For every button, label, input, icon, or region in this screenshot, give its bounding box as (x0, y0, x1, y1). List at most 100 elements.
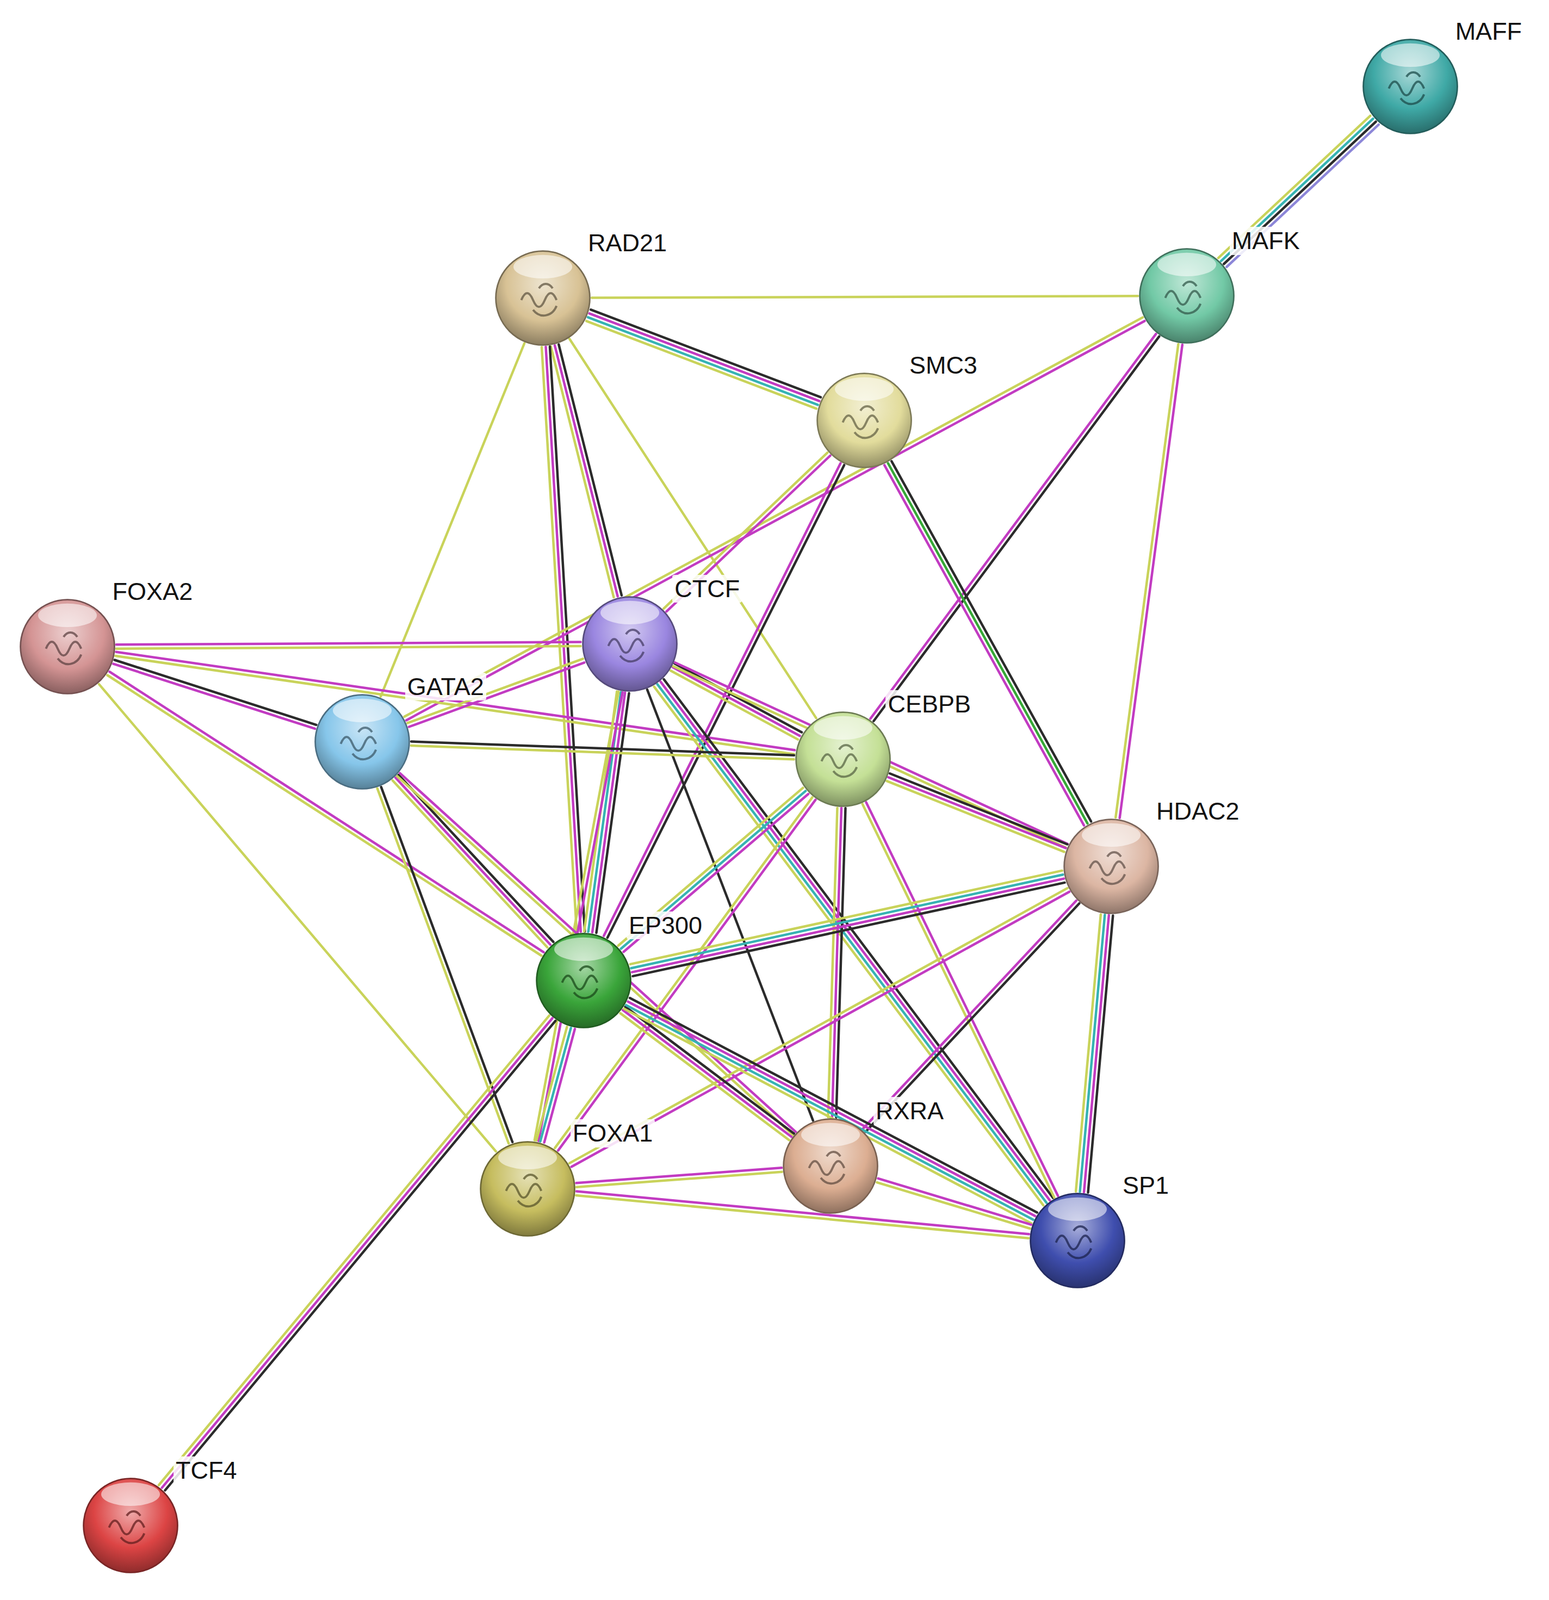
evidence-line (862, 900, 1077, 1130)
evidence-line (395, 777, 551, 945)
structure-sketch (1165, 281, 1201, 314)
evidence-line (545, 347, 581, 932)
evidence-line (628, 1001, 1036, 1217)
protein-sphere (81, 1476, 180, 1575)
sphere-body (1064, 819, 1159, 914)
sphere-highlight (801, 1123, 860, 1147)
evidence-line (674, 663, 802, 733)
evidence-line (540, 1027, 571, 1142)
evidence-line (884, 465, 1084, 826)
sphere-highlight (513, 255, 573, 279)
protein-label: GATA2 (405, 672, 487, 702)
protein-node: RXRA (781, 1117, 880, 1216)
protein-node: EP300 (534, 931, 633, 1030)
protein-sphere (815, 371, 914, 470)
sphere-body (536, 933, 631, 1028)
evidence-line (1223, 121, 1376, 265)
evidence-line (164, 1020, 556, 1491)
evidence-line (827, 808, 838, 1118)
protein-sphere (534, 931, 633, 1030)
protein-node: SP1 (1028, 1191, 1127, 1290)
sphere-body (783, 1119, 878, 1214)
sphere-highlight (1157, 252, 1217, 277)
evidence-line (877, 1178, 1032, 1225)
protein-node: GATA2 (313, 692, 412, 791)
evidence-line (116, 646, 581, 649)
sphere-body (795, 711, 890, 807)
interaction-edge (827, 808, 846, 1118)
interaction-edge (591, 295, 1138, 298)
protein-node: CTCF (580, 595, 679, 693)
interaction-edge (404, 317, 1145, 721)
interaction-edge (536, 1026, 575, 1143)
evidence-line (603, 463, 841, 937)
sphere-highlight (834, 377, 894, 401)
protein-node: SMC3 (815, 371, 914, 470)
sphere-highlight (332, 698, 392, 723)
evidence-line (158, 1015, 550, 1485)
sphere-highlight (498, 1145, 557, 1169)
evidence-line (406, 320, 1145, 721)
interaction-edge (862, 802, 1058, 1198)
interaction-edge (870, 333, 1160, 722)
sphere-highlight (38, 603, 97, 628)
protein-sphere (781, 1117, 880, 1216)
protein-node: RAD21 (493, 249, 592, 348)
evidence-line (162, 1018, 553, 1488)
evidence-line (534, 691, 619, 1141)
evidence-line (404, 317, 1143, 717)
protein-node: FOXA2 (18, 597, 117, 696)
protein-node: MAFF (1361, 37, 1460, 136)
evidence-line (889, 773, 1068, 845)
structure-sketch (1089, 852, 1125, 884)
evidence-line (618, 788, 804, 946)
evidence-line (115, 652, 795, 751)
evidence-line (873, 336, 1160, 722)
protein-node: CEBPB (794, 710, 892, 809)
protein-sphere (1028, 1191, 1127, 1290)
protein-label: RAD21 (585, 228, 669, 258)
protein-sphere (1361, 37, 1460, 136)
protein-sphere (1137, 246, 1236, 345)
protein-label: CEBPB (885, 690, 974, 719)
evidence-line (109, 671, 544, 953)
evidence-line (865, 903, 1080, 1132)
evidence-line (575, 1167, 782, 1183)
evidence-line (888, 463, 1088, 824)
structure-sketch (109, 1511, 145, 1544)
sphere-highlight (813, 716, 873, 740)
protein-sphere (313, 692, 412, 791)
protein-sphere (493, 249, 592, 348)
interaction-edge (569, 338, 816, 718)
evidence-line (576, 1172, 783, 1188)
interaction-edge (618, 788, 809, 953)
interaction-edge (887, 773, 1068, 852)
sphere-highlight (1380, 43, 1440, 67)
evidence-line (569, 338, 816, 718)
protein-node: FOXA1 (478, 1139, 577, 1238)
evidence-line (586, 320, 817, 409)
sphere-highlight (101, 1482, 160, 1507)
evidence-line (1119, 344, 1183, 819)
sphere-highlight (600, 600, 660, 625)
structure-sketch (809, 1151, 845, 1184)
evidence-line (592, 692, 625, 933)
interaction-edge (107, 671, 544, 956)
interaction-edge (158, 1015, 556, 1491)
evidence-line (672, 667, 801, 736)
protein-label: HDAC2 (1154, 797, 1242, 826)
evidence-line (862, 803, 1055, 1198)
evidence-line (587, 317, 819, 405)
sphere-body (1139, 249, 1235, 344)
evidence-line (891, 461, 1092, 822)
evidence-line (1080, 914, 1106, 1192)
protein-label: TCF4 (173, 1456, 240, 1485)
protein-node: HDAC2 (1062, 817, 1161, 916)
structure-sketch (505, 1174, 542, 1207)
evidence-line (590, 309, 821, 398)
interaction-edge (116, 642, 581, 649)
sphere-body (315, 695, 410, 790)
protein-label: EP300 (626, 911, 705, 940)
interaction-edge (586, 309, 821, 409)
